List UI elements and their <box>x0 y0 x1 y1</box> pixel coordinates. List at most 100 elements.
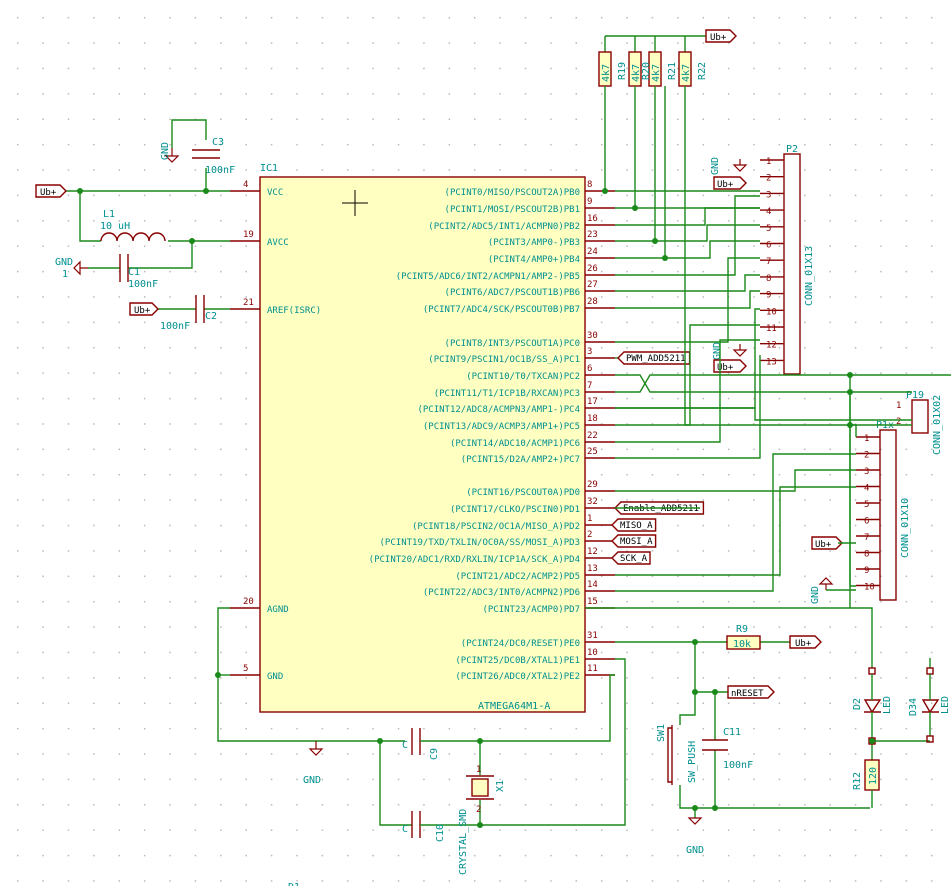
signal-wire[interactable] <box>615 195 760 276</box>
gnd-symbol <box>732 344 748 357</box>
signal-wire[interactable] <box>615 274 760 292</box>
c10-symbol[interactable] <box>411 811 421 838</box>
gnd-symbol <box>164 148 180 163</box>
junction <box>692 639 698 645</box>
ic-pin-name: AGND <box>267 605 289 615</box>
ic-body[interactable] <box>259 176 586 713</box>
gnd-symbol <box>73 260 88 276</box>
signal-wire[interactable] <box>615 207 760 226</box>
signal-wire[interactable] <box>615 290 760 309</box>
signal-wire[interactable] <box>615 355 761 459</box>
ic-pin-number: 26 <box>587 264 598 274</box>
ic-right-pins: 8(PCINT0/MISO/PSCOUT2A)PB09(PCINT1/MOSI/… <box>369 180 615 682</box>
ic-pin-name: (PCINT12/ADC8/ACMPN3/AMP1-)PC4 <box>417 405 580 415</box>
gnd-text: GND <box>160 142 171 160</box>
r9-symbol[interactable] <box>726 635 761 650</box>
p2-pin-number: 12 <box>766 341 777 351</box>
wire-sw1[interactable] <box>679 692 870 809</box>
gnd-symbol <box>308 741 324 756</box>
ic-pin-name: GND <box>267 672 283 682</box>
wire-xtal1[interactable] <box>420 674 615 742</box>
signal-wire[interactable] <box>615 339 760 443</box>
c3-value: 100nF <box>205 165 235 176</box>
gnd-text: GND <box>686 845 704 856</box>
miso-label-flag[interactable] <box>611 518 657 532</box>
signal-wire[interactable] <box>615 240 760 259</box>
signal-wire[interactable] <box>684 86 857 437</box>
ic-pin-number: 13 <box>587 564 598 574</box>
l1-ref: L1 <box>103 209 115 220</box>
ub-label-text: Ub+ <box>40 188 57 198</box>
wire-c1[interactable] <box>88 241 193 269</box>
ub-label-flag[interactable] <box>705 29 737 43</box>
p1x-pin-number: 5 <box>864 500 869 510</box>
l1-symbol[interactable] <box>100 232 166 242</box>
r9-ref: R9 <box>736 624 748 635</box>
p19-body[interactable] <box>911 399 929 434</box>
d2-value: LED <box>882 696 893 714</box>
ub-label-flag[interactable] <box>811 536 843 550</box>
ic-pin-name: (PCINT18/PSCIN2/OC1A/MISO_A)PD2 <box>412 522 580 532</box>
ic-pin-number: 3 <box>587 347 592 357</box>
signal-wire[interactable] <box>615 407 912 421</box>
p1x-pin-number: 7 <box>864 533 869 543</box>
signal-wire[interactable] <box>615 224 760 242</box>
ic-pin-number: 25 <box>587 447 598 457</box>
signal-wire[interactable] <box>849 375 856 587</box>
c2-symbol[interactable] <box>195 295 205 323</box>
c9-symbol[interactable] <box>411 728 421 755</box>
ub-label-flag[interactable] <box>129 302 159 316</box>
c1-symbol[interactable] <box>119 254 129 282</box>
pwm-label-text: PWM_ADD5211 <box>626 354 686 364</box>
signal-wire[interactable] <box>615 324 760 426</box>
wire-c10[interactable] <box>379 741 412 826</box>
ub-label-flag[interactable] <box>713 359 747 373</box>
d34-pin <box>926 735 934 743</box>
c3-symbol[interactable] <box>192 149 220 159</box>
ub-label-flag[interactable] <box>713 176 747 190</box>
ic-pin-name: (PCINT23/ACMP0)PD7 <box>482 605 580 615</box>
d34-symbol[interactable] <box>921 699 940 714</box>
c9-value: C <box>402 740 408 751</box>
ub-label-flag[interactable] <box>35 184 67 198</box>
signal-wire[interactable] <box>615 257 760 343</box>
d2-pin <box>868 667 876 675</box>
signal-wire[interactable] <box>615 374 850 393</box>
sck-label-flag[interactable] <box>611 551 651 565</box>
wire-c3-gnd[interactable] <box>171 119 207 148</box>
ic-pin-name: (PCINT5/ADC6/INT2/ACMPN1/AMP2-)PB5 <box>396 272 580 282</box>
ic-pin-name: (PCINT25/DC0B/XTAL1)PE1 <box>455 656 580 666</box>
wire-pd7-led[interactable] <box>585 607 873 668</box>
signal-wire[interactable] <box>615 469 856 492</box>
p1x-pin-number: 1 <box>864 434 869 444</box>
x1-pin1: 1 <box>476 765 481 775</box>
ub-label-text: Ub+ <box>815 540 832 550</box>
wire-nreset[interactable] <box>694 642 728 693</box>
signal-wire[interactable] <box>615 486 856 576</box>
ic-pin-name: (PCINT9/PSCIN1/OC1B/SS_A)PC1 <box>428 355 580 365</box>
p2-body[interactable] <box>783 153 801 375</box>
p1x-value: CONN_01X10 <box>900 498 911 558</box>
p1x-pin-number: 9 <box>864 566 869 576</box>
ic-pin-number: 21 <box>243 298 254 308</box>
ic-value: ATMEGA64M1-A <box>478 701 550 712</box>
p1x-body[interactable] <box>879 429 897 601</box>
wire-xtal2[interactable] <box>420 658 626 826</box>
signal-wire[interactable] <box>615 374 951 393</box>
c11-symbol[interactable] <box>702 739 728 751</box>
x1-pin2: 2 <box>476 805 481 815</box>
d2-symbol[interactable] <box>863 699 882 714</box>
mosi-label-flag[interactable] <box>611 534 657 548</box>
nreset-label-flag[interactable] <box>727 685 775 699</box>
ub-label-flag[interactable] <box>789 635 822 649</box>
ic-pin-name: (PCINT11/T1/ICP1B/RXCAN)PC3 <box>434 389 580 399</box>
x1-symbol[interactable] <box>471 778 489 797</box>
sw1-symbol[interactable] <box>667 725 673 785</box>
ic-pin-number: 17 <box>587 397 598 407</box>
ic-pin-number: 28 <box>587 297 598 307</box>
signal-wire[interactable] <box>615 453 856 592</box>
c1-value: 100nF <box>128 279 158 290</box>
wire-l1-left[interactable] <box>79 191 101 242</box>
d34-ref: D34 <box>908 698 919 716</box>
